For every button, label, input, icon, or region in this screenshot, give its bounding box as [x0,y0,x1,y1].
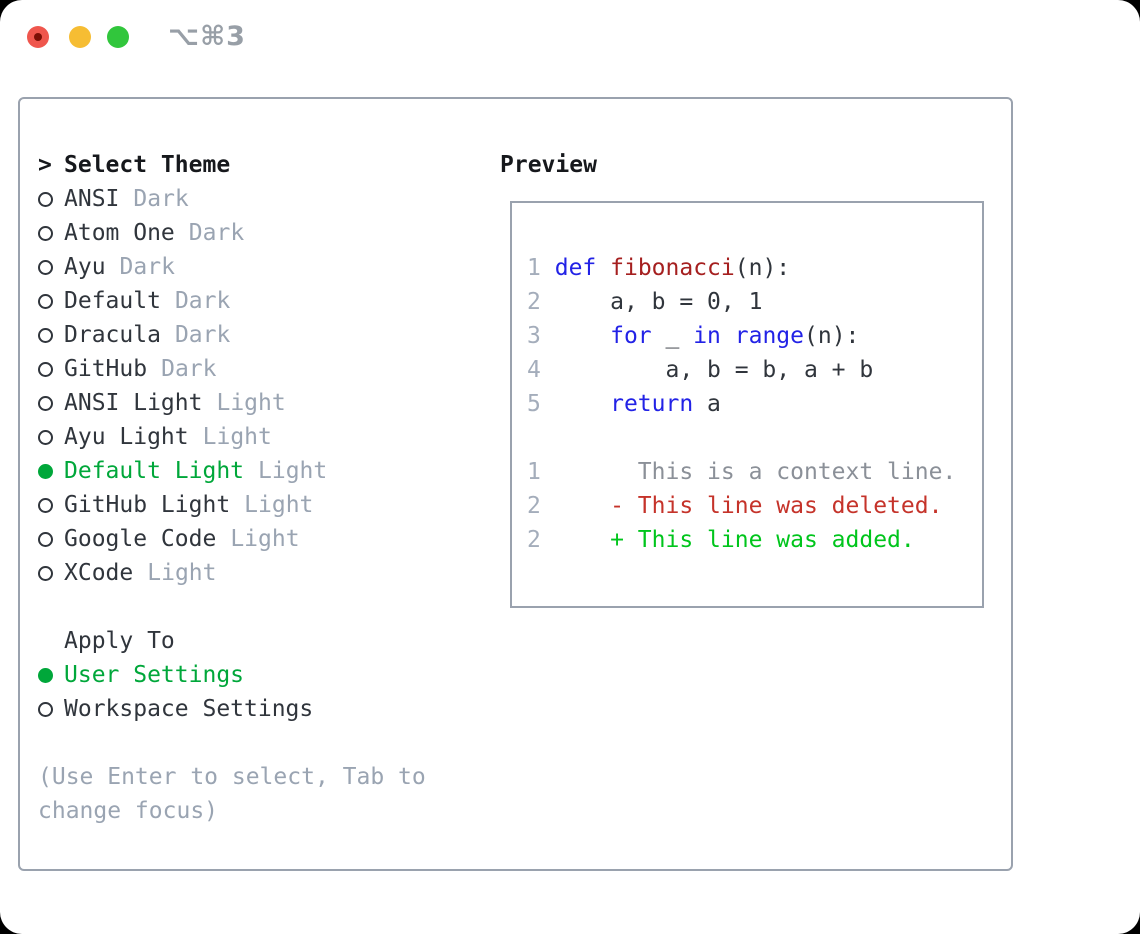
titlebar: ⌥⌘3 [0,0,1140,76]
theme-variant-badge: Light [244,492,314,518]
preview-line: 2 + This line was added. [527,527,915,553]
keyboard-hint: (Use Enter to select, Tab to change focu… [38,764,426,824]
close-dot-icon [34,33,42,41]
preview-line: 3 for _ in range(n): [527,323,860,349]
radio-unselected-icon [38,701,53,717]
theme-option-label: Default Light [64,458,245,484]
apply-option-label: User Settings [64,662,245,688]
radio-unselected-icon [38,293,53,309]
radio-selected-icon [38,463,53,479]
preview-line [527,421,982,455]
radio-unselected-icon [38,327,53,343]
theme-option-label: ANSI Light [64,390,203,416]
radio-unselected-icon [38,361,53,377]
radio-selected-icon [38,667,53,683]
minimize-button[interactable] [69,26,91,48]
theme-variant-badge: Dark [161,356,217,382]
preview-line: 5 return a [527,391,721,417]
theme-variant-badge: Dark [133,186,189,212]
theme-option-ansi[interactable]: ANSI Dark [38,182,478,216]
theme-variant-badge: Light [202,424,272,450]
theme-option-ayu[interactable]: Ayu Dark [38,250,478,284]
theme-option-default-light[interactable]: Default Light Light [38,454,478,488]
zoom-button[interactable] [107,26,129,48]
preview-line: 2 a, b = 0, 1 [527,289,763,315]
window-title: ⌥⌘3 [168,21,246,52]
theme-option-label: Google Code [64,526,217,552]
radio-unselected-icon [38,259,53,275]
theme-variant-badge: Light [258,458,328,484]
preview-line: 2 - This line was deleted. [527,493,943,519]
apply-option-workspace-settings[interactable]: Workspace Settings [38,692,478,726]
theme-option-label: Ayu Light [64,424,189,450]
select-theme-heading-row: > Select Theme [38,148,478,182]
theme-option-ansi-light[interactable]: ANSI Light Light [38,386,478,420]
radio-unselected-icon [38,225,53,241]
radio-unselected-icon [38,429,53,445]
theme-variant-badge: Dark [174,322,231,348]
apply-option-label: Workspace Settings [64,696,314,722]
radio-unselected-icon [38,531,53,547]
preview-heading: Preview [500,152,597,178]
theme-option-ayu-light[interactable]: Ayu Light Light [38,420,478,454]
theme-option-label: Dracula [64,322,161,348]
cursor-icon: > [38,152,52,178]
theme-option-label: Ayu [64,254,106,280]
theme-option-default[interactable]: Default Dark [38,284,478,318]
preview-line: 1 This is a context line. [527,459,957,485]
theme-option-label: Atom One [64,220,175,246]
theme-option-label: GitHub Light [64,492,231,518]
theme-variant-badge: Light [216,390,286,416]
radio-unselected-icon [38,191,53,207]
theme-option-label: GitHub [64,356,148,382]
theme-option-label: Default [64,288,161,314]
theme-option-github[interactable]: GitHub Dark [38,352,478,386]
spacer [38,590,478,624]
theme-option-xcode[interactable]: XCode Light [38,556,478,590]
apply-to-heading: Apply To [64,628,175,654]
radio-unselected-icon [38,565,53,581]
theme-variant-badge: Light [230,526,300,552]
theme-variant-badge: Dark [174,288,231,314]
preview-box: 1 def fibonacci(n): 2 a, b = 0, 1 3 for _ … [510,201,984,608]
preview-line: 1 def fibonacci(n): [527,255,791,281]
theme-option-dracula[interactable]: Dracula Dark [38,318,478,352]
select-theme-heading: Select Theme [64,152,231,178]
theme-variant-badge: Dark [119,254,175,280]
apply-to-heading-row: Apply To [38,624,478,658]
theme-option-label: ANSI [64,186,120,212]
radio-unselected-icon [38,497,53,513]
theme-option-label: XCode [64,560,134,586]
theme-option-github-light[interactable]: GitHub Light Light [38,488,478,522]
preview-section: Preview 1 def fibonacci(n): 2 a, b = 0, 1… [500,148,984,608]
theme-variant-badge: Dark [188,220,245,246]
theme-option-google-code[interactable]: Google Code Light [38,522,478,556]
preview-code: 1 def fibonacci(n): 2 a, b = 0, 1 3 for _ … [527,251,982,557]
close-button[interactable] [27,26,49,48]
theme-variant-badge: Light [147,560,217,586]
preview-line: 4 a, b = b, a + b [527,357,874,383]
radio-unselected-icon [38,395,53,411]
apply-option-user-settings[interactable]: User Settings [38,658,478,692]
theme-option-atom-one[interactable]: Atom One Dark [38,216,478,250]
